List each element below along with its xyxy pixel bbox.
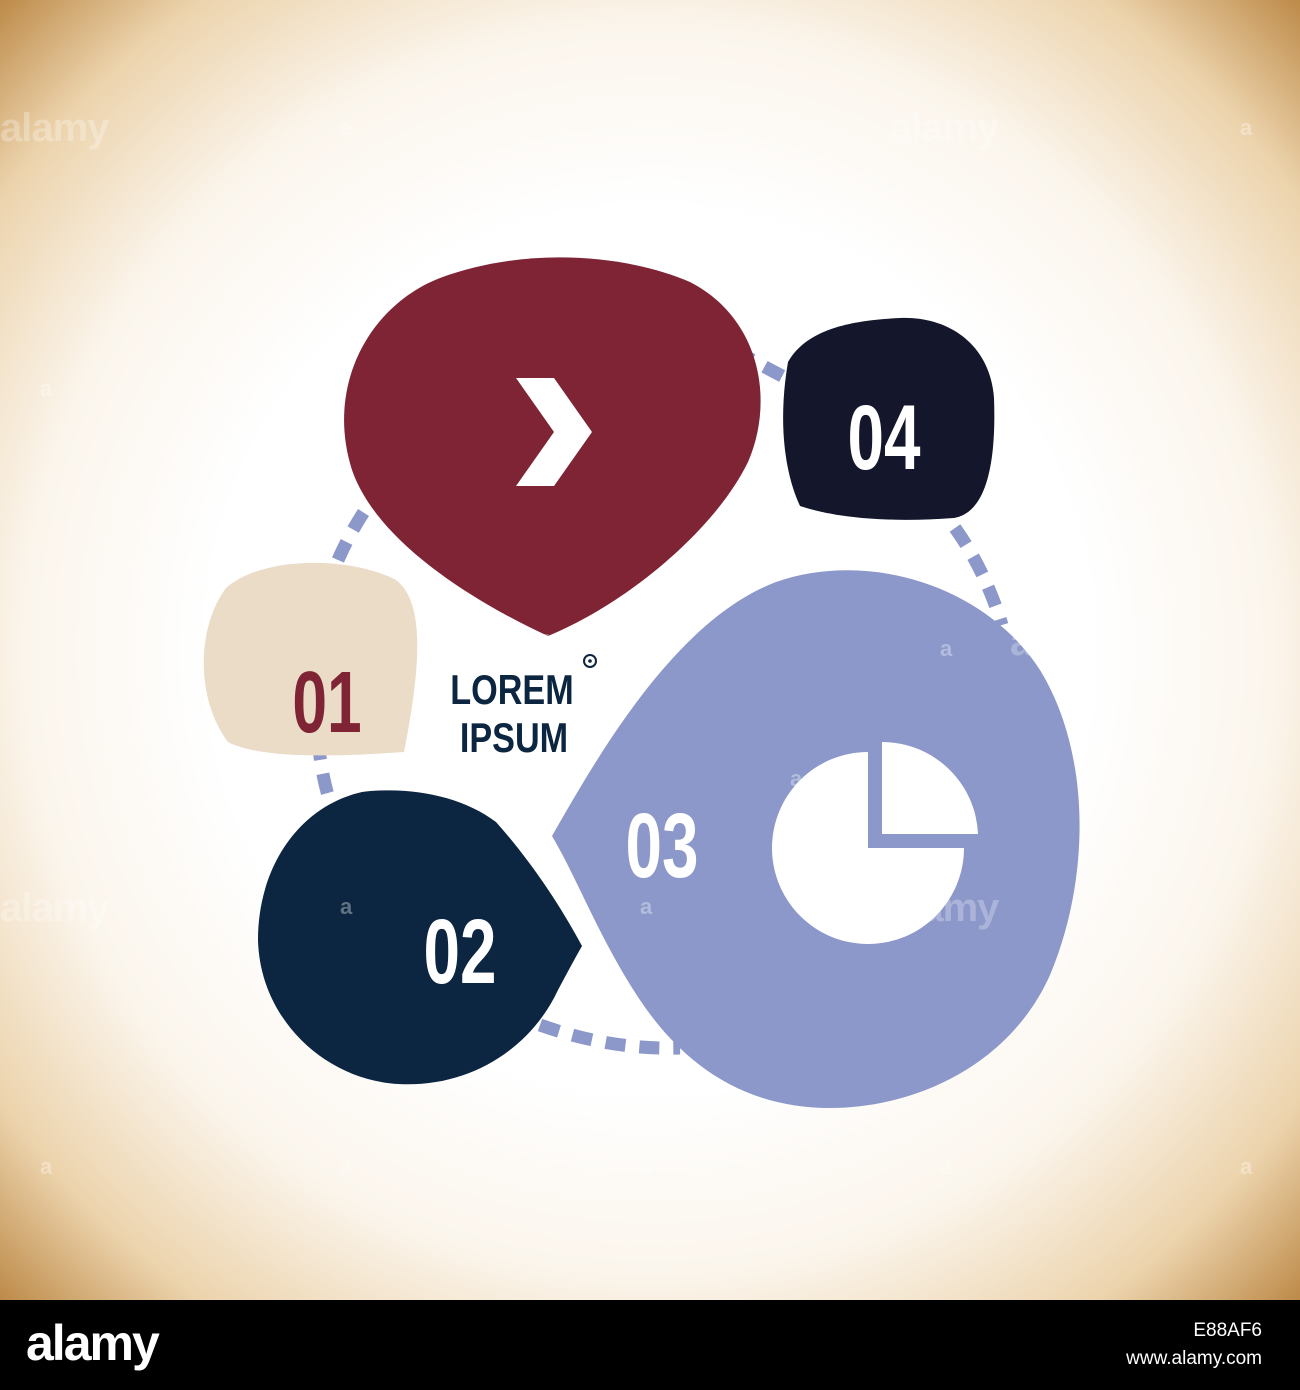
- watermark-letter: a: [40, 376, 53, 401]
- step-02-number: 02: [424, 900, 497, 1002]
- watermark-letter: a: [790, 766, 803, 791]
- watermark: alamy: [1010, 620, 1119, 664]
- watermark: alamy: [0, 886, 109, 930]
- step-04-number: 04: [848, 386, 921, 488]
- chevron-right-icon: [516, 378, 592, 486]
- watermark: alamy: [0, 106, 109, 150]
- watermark-letter: a: [340, 1154, 353, 1179]
- footer-url: www.alamy.com: [1126, 1348, 1262, 1369]
- footer-bar: alamy E88AF6 www.alamy.com: [0, 1300, 1300, 1390]
- connector-02-03: [537, 1018, 681, 1055]
- watermark-letter: a: [640, 894, 653, 919]
- infographic-diagram: 01 02 03 04 LOREM IPSUM: [203, 257, 1080, 1108]
- step-04-shape[interactable]: [783, 317, 995, 520]
- watermark: alamy: [890, 106, 999, 150]
- step-03-number: 03: [626, 794, 699, 896]
- watermark-letter: a: [640, 1154, 653, 1179]
- title-line-2: IPSUM: [460, 715, 568, 762]
- registered-mark-ring: [583, 654, 597, 668]
- watermark-letter: a: [40, 1154, 53, 1179]
- step-02-shape[interactable]: [258, 790, 582, 1085]
- step-01-shape[interactable]: [203, 562, 418, 756]
- pie-chart-icon: [772, 742, 978, 944]
- pie-chart-main-slice: [772, 752, 964, 944]
- title-line-1: LOREM: [450, 667, 573, 714]
- watermark-letter: a: [940, 636, 953, 661]
- pie-chart-small-slice: [882, 742, 978, 834]
- connector-01-top: [332, 496, 378, 563]
- connector-04-03: [949, 524, 1009, 627]
- watermark-letter: a: [340, 894, 353, 919]
- infographic-canvas: 01 02 03 04 LOREM IPSUM alamy alamy alam…: [0, 0, 1300, 1300]
- step-01-number: 01: [292, 654, 361, 752]
- watermark: alamy: [890, 886, 999, 930]
- registered-mark-dot: [588, 659, 592, 663]
- watermark: alamy: [440, 620, 549, 664]
- registered-mark-icon: [583, 654, 597, 668]
- watermark-letter: a: [340, 115, 353, 140]
- footer-image-id: E88AF6: [1193, 1320, 1262, 1341]
- footer-logo: alamy: [26, 1315, 160, 1371]
- watermark-letter: a: [940, 1154, 953, 1179]
- watermark-letter: a: [1240, 115, 1253, 140]
- watermark-letter: a: [1240, 1154, 1253, 1179]
